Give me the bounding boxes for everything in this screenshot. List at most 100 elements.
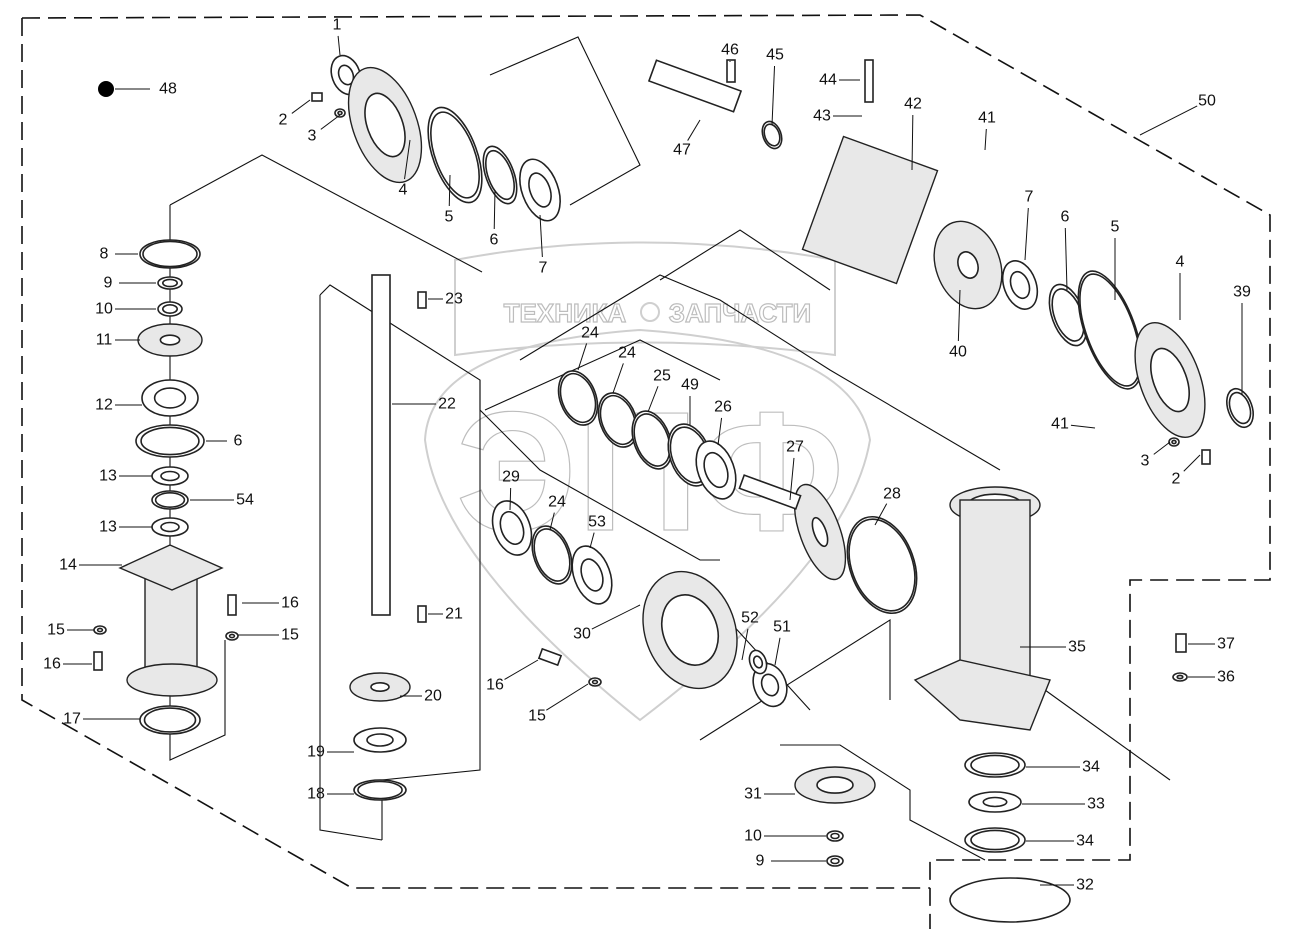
part-ring (1226, 387, 1254, 429)
callout-number: 16 (486, 677, 504, 694)
callout-number: 3 (1141, 453, 1150, 470)
vertical-shaft (371, 274, 391, 616)
part-ring (571, 545, 613, 605)
callout-number: 39 (1233, 284, 1251, 301)
callout-number: 49 (681, 377, 699, 394)
leader-line (546, 683, 589, 711)
callout-number: 19 (307, 744, 325, 761)
leader-line (687, 119, 701, 141)
callout-number: 15 (528, 708, 546, 725)
callout-number: 6 (490, 232, 499, 249)
callout-number: 13 (99, 519, 117, 536)
part-ring (588, 677, 602, 687)
leader-line (771, 65, 776, 126)
bolt (1201, 449, 1211, 465)
leader-line (577, 343, 588, 371)
leader-line (612, 363, 624, 394)
callout-number: 54 (236, 492, 254, 509)
part-ring (531, 525, 573, 585)
leader-line (789, 457, 795, 501)
part-ring (826, 855, 844, 867)
callout-number: 35 (1068, 639, 1086, 656)
callout-number: 27 (786, 439, 804, 456)
part-ring (597, 392, 639, 448)
leader-line (774, 637, 781, 666)
callout-number: 1 (333, 17, 342, 34)
leader-line (493, 189, 496, 230)
part-ring (794, 766, 876, 804)
bolt (537, 647, 563, 667)
callout-number: 24 (581, 325, 599, 342)
leader-line (741, 628, 749, 661)
part-ring (761, 120, 783, 150)
callout-number: 15 (281, 627, 299, 644)
callout-number: 16 (43, 656, 61, 673)
part-ring (1134, 321, 1206, 439)
part-ring (826, 830, 844, 842)
callout-number: 30 (573, 626, 591, 643)
part-ring (748, 649, 768, 675)
callout-number: 5 (1111, 219, 1120, 236)
callout-number: 17 (63, 711, 81, 728)
part-ring (137, 323, 203, 357)
part-ring (353, 727, 407, 753)
watermark-left-text: ТЕХНИКА (504, 298, 627, 328)
callout-number: 46 (721, 42, 739, 59)
part-ring (1172, 672, 1188, 682)
part-ring (157, 301, 183, 317)
callout-number: 20 (424, 688, 442, 705)
part-ring (1048, 283, 1088, 347)
part-ring (225, 631, 239, 641)
callout-number: 22 (438, 396, 456, 413)
part-ring (1077, 270, 1143, 390)
bolt (311, 92, 323, 102)
leader-line (957, 289, 961, 342)
callout-number: 24 (618, 345, 636, 362)
part-ring (846, 515, 918, 615)
part-ring (793, 483, 847, 581)
leader-line (539, 214, 543, 258)
part-ring (347, 66, 423, 184)
part-ring (491, 500, 533, 556)
assembly-boundary (21, 14, 1271, 929)
key (417, 291, 427, 309)
leader-line (549, 512, 555, 531)
part-ring (968, 791, 1022, 813)
part-ring (157, 276, 183, 290)
callout-number: 3 (308, 128, 317, 145)
callout-number: 9 (104, 275, 113, 292)
bolt (93, 651, 103, 671)
callout-number: 33 (1087, 796, 1105, 813)
callout-number: 41 (978, 110, 996, 127)
watermark: ТЕХНИКА ЗАПЧАСТИ ЭПФ (423, 241, 872, 722)
part-ring (964, 827, 1026, 853)
part-ring (695, 440, 737, 500)
legend-marker-label: 48 (159, 81, 177, 98)
leader-line (874, 503, 888, 526)
leader-line (1070, 424, 1096, 429)
breather (864, 59, 874, 103)
gear-housing (801, 135, 939, 285)
leader-line (1153, 441, 1171, 455)
part-ring (631, 410, 673, 470)
part-ring (933, 220, 1003, 310)
part-ring (1001, 260, 1039, 310)
part-ring (519, 158, 561, 222)
callout-number: 34 (1082, 759, 1100, 776)
bolt (227, 594, 237, 616)
part-ring (1168, 437, 1180, 447)
callout-number: 53 (588, 514, 606, 531)
callout-number: 7 (539, 260, 548, 277)
part-ring (427, 106, 483, 204)
part-ring (349, 672, 411, 702)
legend-marker-dot (98, 81, 114, 97)
callout-number: 4 (1176, 254, 1185, 271)
part-ring (139, 705, 201, 735)
bolt (1175, 633, 1187, 653)
callout-number: 4 (399, 182, 408, 199)
callout-number: 50 (1198, 93, 1216, 110)
leader-line (589, 532, 595, 549)
leader-line (911, 114, 914, 171)
